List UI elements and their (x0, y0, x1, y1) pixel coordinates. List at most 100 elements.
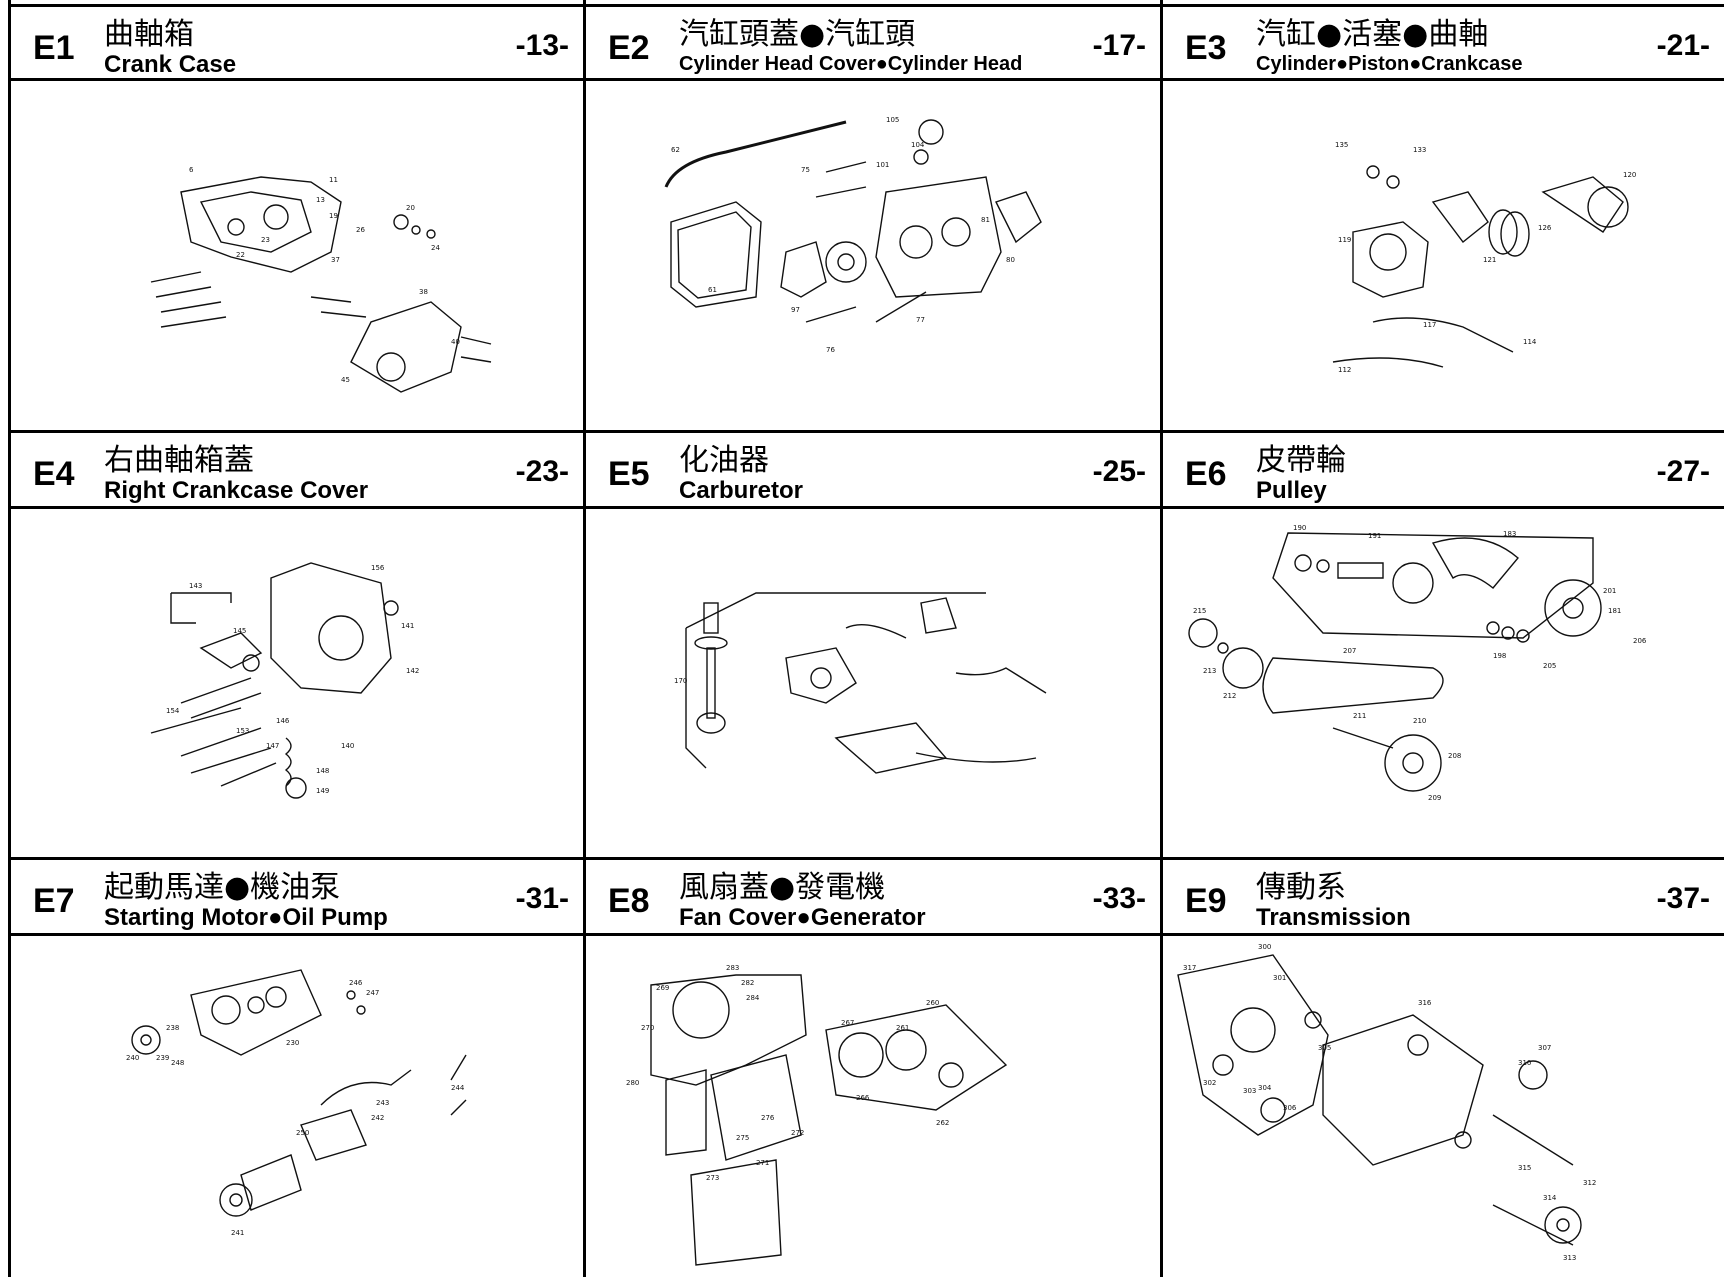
section-card[interactable]: E4 右曲軸箱蓋 Right Crankcase Cover -23- 143 … (11, 433, 583, 857)
cylinder-head-exploded-diagram[interactable]: 62 61 105 104 101 81 75 97 77 80 76 (586, 82, 1160, 422)
part-label: 11 (329, 176, 338, 184)
part-label: 45 (341, 376, 350, 384)
part-label: 267 (841, 1019, 854, 1027)
section-title-zh: 汽缸●活塞●曲軸 (1256, 17, 1489, 52)
part-label: 40 (451, 338, 460, 346)
part-label: 212 (1223, 692, 1236, 700)
section-title-en: Cylinder Head Cover●Cylinder Head (679, 53, 1023, 75)
section-title-en: Starting Motor●Oil Pump (104, 904, 388, 931)
part-label: 276 (761, 1114, 775, 1122)
section-title-en: Cylinder●Piston●Crankcase (1256, 53, 1523, 75)
section-code: E5 (608, 455, 650, 493)
part-label: 126 (1538, 224, 1552, 232)
part-label: 280 (626, 1079, 639, 1087)
section-title-zh: 化油器 (679, 443, 769, 478)
section-title-zh: 右曲軸箱蓋 (104, 443, 254, 478)
section-title-zh: 傳動系 (1256, 870, 1346, 905)
part-label: 6 (189, 166, 194, 174)
part-label: 307 (1538, 1044, 1551, 1052)
section-header: E4 右曲軸箱蓋 Right Crankcase Cover -23- (11, 433, 583, 505)
section-code: E6 (1185, 455, 1227, 493)
section-header: E2 汽缸頭蓋●汽缸頭 Cylinder Head Cover●Cylinder… (586, 7, 1160, 79)
grid-line (8, 430, 1724, 433)
part-label: 304 (1258, 1084, 1272, 1092)
section-page-number: -31- (515, 882, 569, 915)
part-label: 300 (1258, 943, 1271, 951)
section-header: E5 化油器 Carburetor -25- (586, 433, 1160, 505)
part-label: 314 (1543, 1194, 1557, 1202)
grid-line (8, 78, 1724, 81)
transmission-exploded-diagram[interactable]: 300 301 317 302 303 304 305 306 316 307 … (1163, 935, 1724, 1275)
carburetor-exploded-diagram[interactable]: 170 (586, 508, 1160, 848)
starter-oil-pump-exploded-diagram[interactable]: 230 238 239 240 241 242 243 244 246 247 … (11, 935, 583, 1275)
part-label: 120 (1623, 171, 1636, 179)
section-page-number: -25- (1092, 455, 1146, 488)
part-label: 306 (1283, 1104, 1297, 1112)
section-card[interactable]: E7 起動馬達●機油泵 Starting Motor●Oil Pump -31-… (11, 860, 583, 1277)
part-label: 81 (981, 216, 990, 224)
part-label: 112 (1338, 366, 1351, 374)
part-label: 315 (1518, 1164, 1531, 1172)
part-label: 181 (1608, 607, 1621, 615)
part-label: 271 (756, 1159, 769, 1167)
part-label: 266 (856, 1094, 870, 1102)
part-label: 273 (706, 1174, 719, 1182)
part-label: 244 (451, 1084, 465, 1092)
part-label: 272 (791, 1129, 804, 1137)
part-label: 215 (1193, 607, 1206, 615)
part-label: 143 (189, 582, 202, 590)
part-label: 240 (126, 1054, 139, 1062)
section-code: E4 (33, 455, 75, 493)
part-label: 119 (1338, 236, 1351, 244)
section-card[interactable]: E5 化油器 Carburetor -25- 170 (586, 433, 1160, 857)
part-label: 23 (261, 236, 270, 244)
part-label: 117 (1423, 321, 1436, 329)
part-label: 248 (171, 1059, 184, 1067)
grid-line (8, 506, 1724, 509)
crank-case-exploded-diagram[interactable]: 6 11 13 19 20 22 23 24 26 37 38 40 45 (11, 82, 583, 422)
part-label: 201 (1603, 587, 1616, 595)
section-title-zh: 起動馬達●機油泵 (104, 870, 341, 905)
section-page-number: -27- (1656, 455, 1710, 488)
section-code: E8 (608, 882, 650, 920)
section-code: E9 (1185, 882, 1227, 920)
part-label: 142 (406, 667, 419, 675)
part-label: 284 (746, 994, 760, 1002)
grid-line (583, 0, 586, 1277)
part-label: 305 (1318, 1044, 1331, 1052)
part-label: 246 (349, 979, 363, 987)
section-card[interactable]: E2 汽缸頭蓋●汽缸頭 Cylinder Head Cover●Cylinder… (586, 7, 1160, 430)
section-title-zh: 皮帶輪 (1256, 443, 1346, 478)
part-label: 238 (166, 1024, 179, 1032)
part-label: 275 (736, 1134, 749, 1142)
part-label: 24 (431, 244, 440, 252)
section-header: E9 傳動系 Transmission -37- (1163, 860, 1724, 932)
part-label: 121 (1483, 256, 1496, 264)
part-label: 205 (1543, 662, 1556, 670)
section-card[interactable]: E6 皮帶輪 Pulley -27- 190 191 183 (1163, 433, 1724, 857)
section-title-zh: 風扇蓋●發電機 (679, 870, 886, 905)
grid-line (8, 4, 1724, 7)
part-label: 22 (236, 251, 245, 259)
cylinder-piston-exploded-diagram[interactable]: 135 133 119 121 126 120 117 112 114 (1163, 82, 1724, 422)
section-card[interactable]: E1 曲軸箱 Crank Case -13- 6 11 13 19 2 (11, 7, 583, 430)
crankcase-cover-exploded-diagram[interactable]: 143 145 156 141 142 140 146 147 148 149 … (11, 508, 583, 848)
section-card[interactable]: E9 傳動系 Transmission -37- 300 301 317 302 (1163, 860, 1724, 1277)
part-label: 191 (1368, 532, 1381, 540)
part-label: 104 (911, 141, 925, 149)
section-card[interactable]: E3 汽缸●活塞●曲軸 Cylinder●Piston●Crankcase -2… (1163, 7, 1724, 430)
pulley-exploded-diagram[interactable]: 190 191 183 201 181 206 198 205 215 213 … (1163, 508, 1724, 848)
part-label: 135 (1335, 141, 1348, 149)
part-label: 317 (1183, 964, 1196, 972)
part-label: 302 (1203, 1079, 1216, 1087)
section-code: E3 (1185, 29, 1227, 67)
part-label: 153 (236, 727, 249, 735)
part-label: 101 (876, 161, 889, 169)
part-label: 270 (641, 1024, 654, 1032)
grid-line (1160, 0, 1163, 1277)
part-label: 250 (296, 1129, 309, 1137)
section-card[interactable]: E8 風扇蓋●發電機 Fan Cover●Generator -33- 283 … (586, 860, 1160, 1277)
part-label: 183 (1503, 530, 1516, 538)
fan-cover-generator-exploded-diagram[interactable]: 283 282 284 269 270 280 273 271 275 276 … (586, 935, 1160, 1275)
